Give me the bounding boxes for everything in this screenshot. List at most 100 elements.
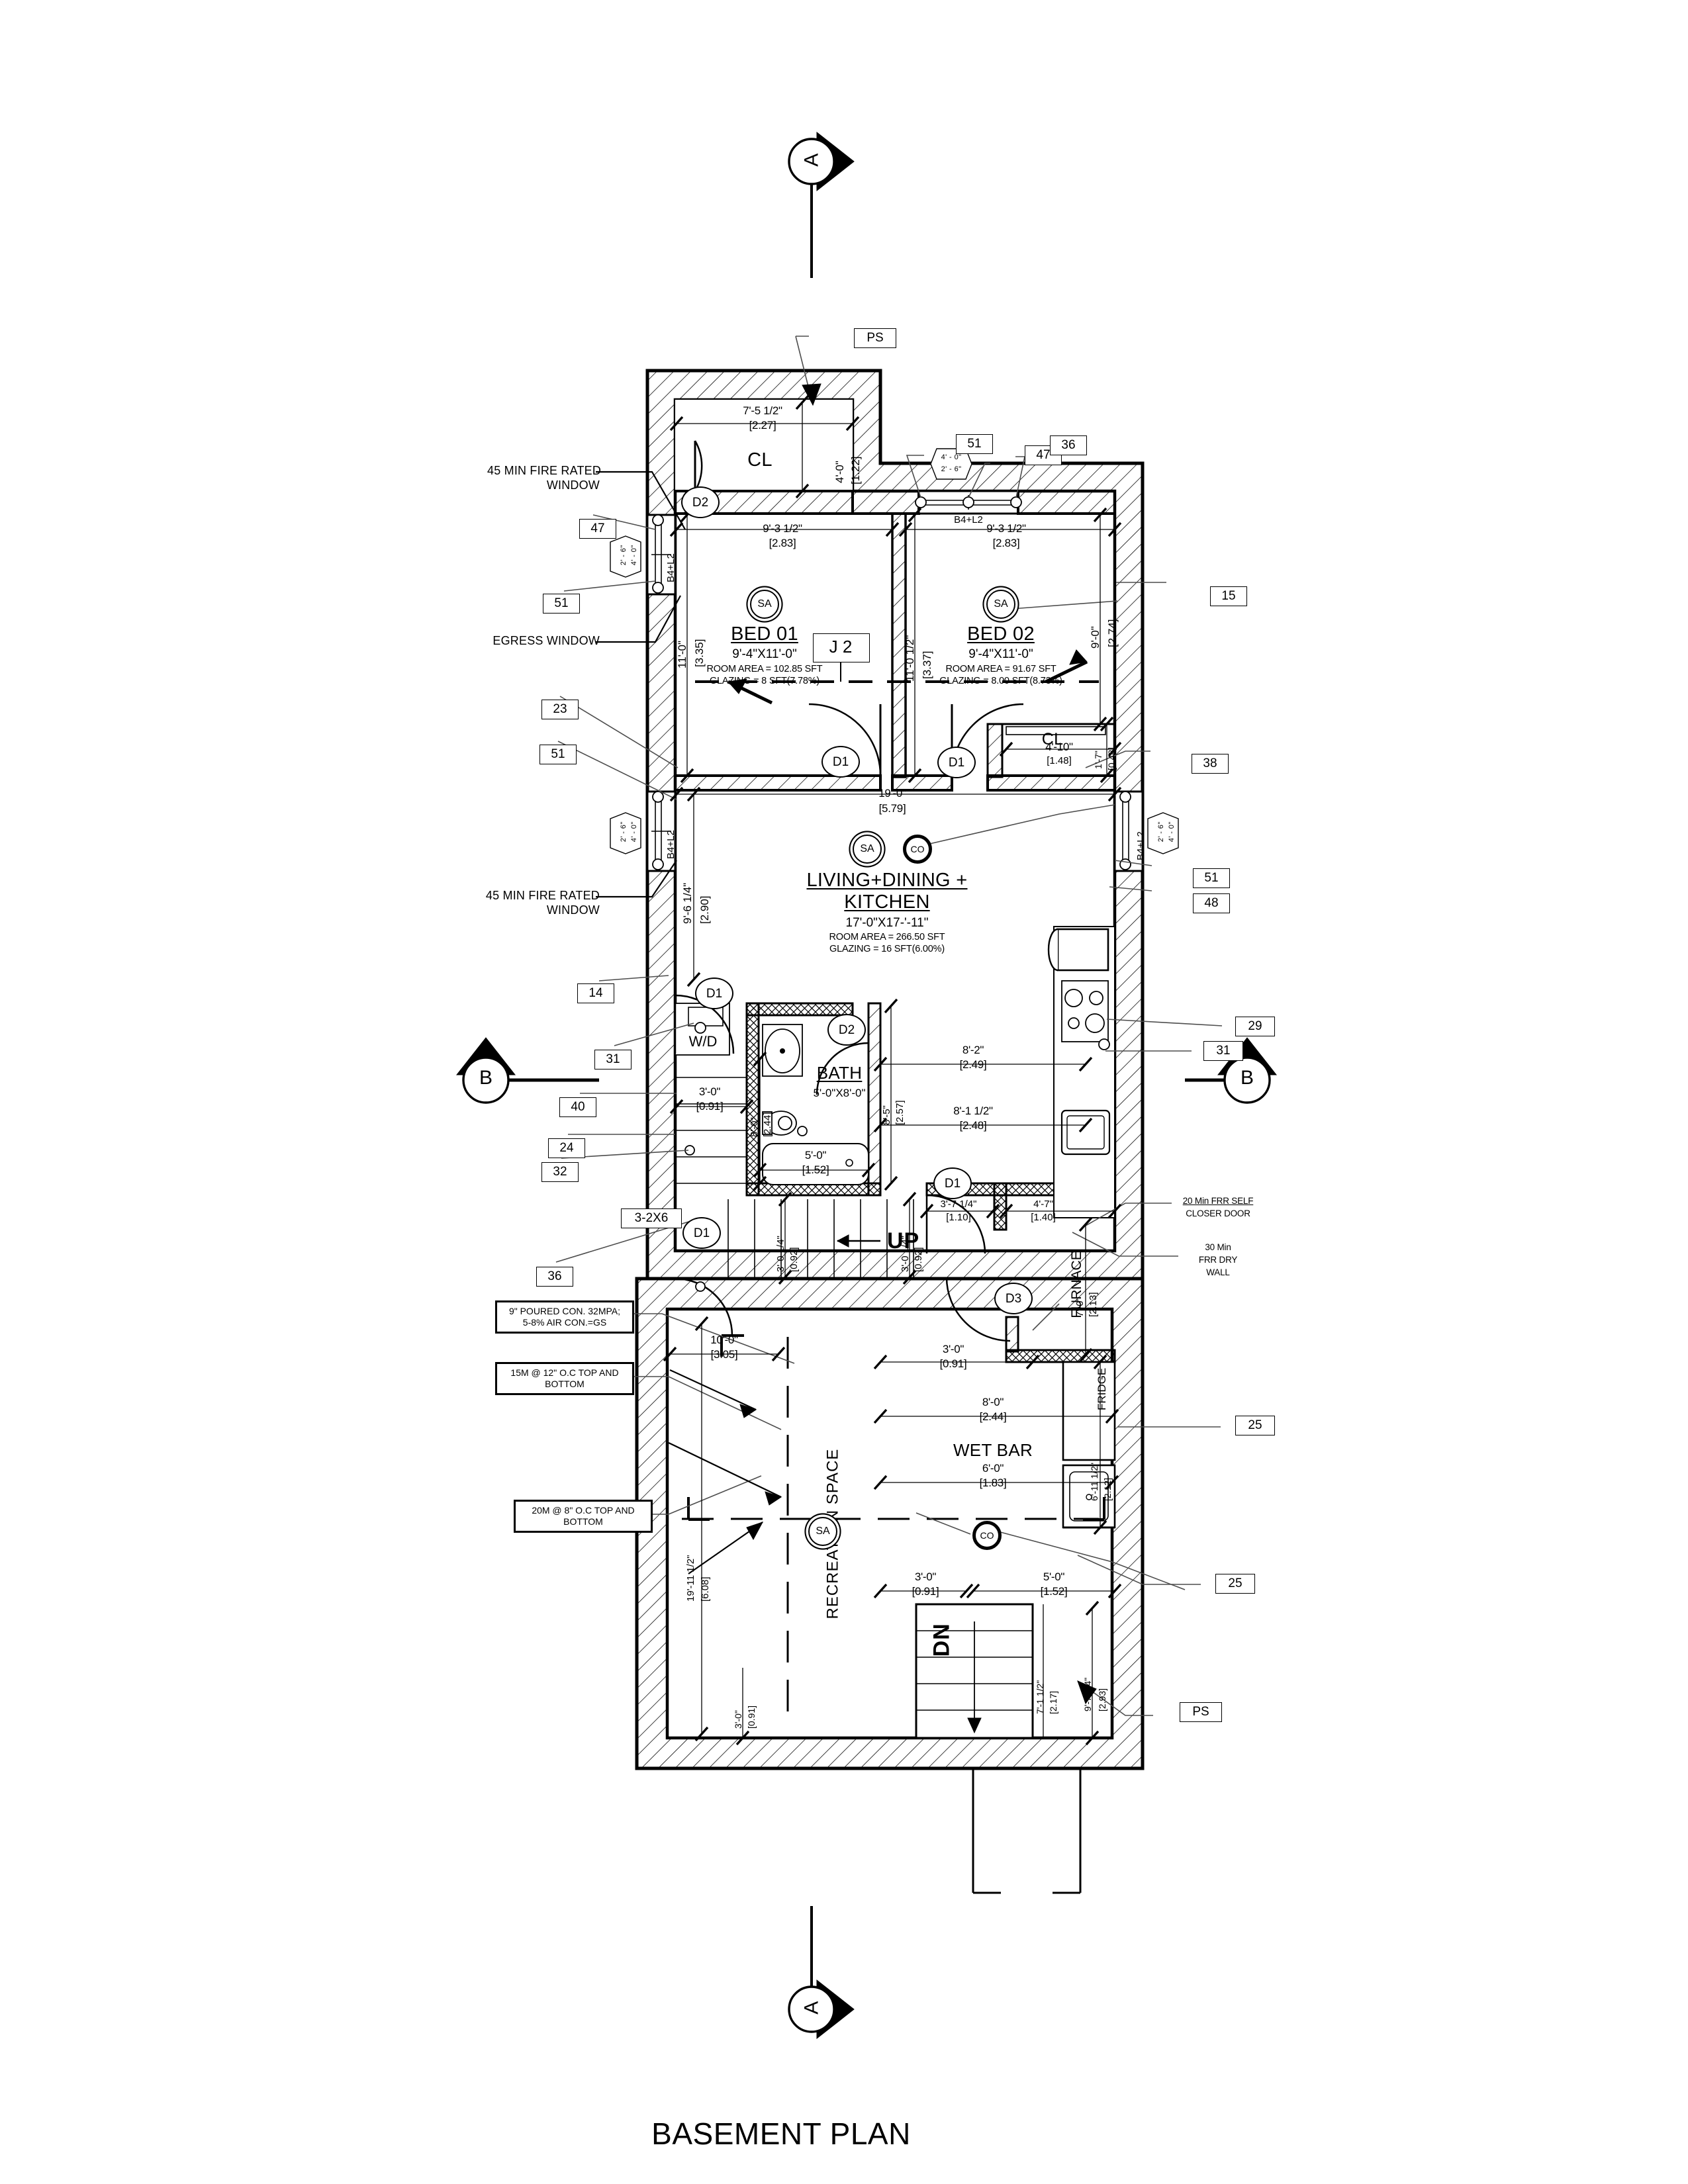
room-glazing-bed01: GLAZING = 8 SFT(7.78%) (709, 676, 820, 686)
dim-closet2-height-m: [0.48] (1106, 747, 1117, 770)
dim-hall-37-m: [1.10] (946, 1212, 971, 1223)
dim-overall-19-ft: 19'-0" (878, 787, 906, 799)
room-size-bed01: 9'-4"X11'-0" (732, 647, 797, 661)
dim-bed02-height-m: [2.74] (1106, 619, 1119, 647)
callout-25-lower[interactable]: 25 (1215, 1574, 1255, 1594)
room-label-wet-bar: WET BAR (953, 1440, 1033, 1460)
door-tag-d3-furnace[interactable]: D3 (994, 1283, 1033, 1314)
callout-38[interactable]: 38 (1192, 754, 1229, 774)
callout-ps-top[interactable]: PS (854, 328, 896, 348)
dim-furn-30-m: [0.91] (939, 1357, 967, 1370)
room-area-bed02: ROOM AREA = 91.67 SFT (945, 664, 1056, 674)
callout-51-left-lower[interactable]: 51 (539, 745, 577, 764)
dim-bath-w-ft: 3'-0" (698, 1085, 721, 1098)
smoke-alarm-icon-recreation: SA (808, 1517, 837, 1546)
dim-stair-l-m: [0.92] (788, 1247, 800, 1272)
callout-36-lower[interactable]: 36 (536, 1267, 573, 1287)
callout-15[interactable]: 15 (1210, 586, 1247, 606)
room-label-bed02: BED 02 (967, 623, 1035, 645)
note-fire-rated-bottom-line1: 45 MIN FIRE RATED (485, 889, 600, 902)
door-tag-d2-top[interactable]: D2 (681, 486, 720, 518)
appliance-label-fridge: FRIDGE (1096, 1367, 1109, 1411)
callout-ps-bottom[interactable]: PS (1180, 1702, 1222, 1722)
section-marker-a-top-letter: A (800, 153, 823, 167)
dim-tub-w-m: [1.52] (802, 1163, 829, 1176)
dim-bar-60-ft: 6'-0" (982, 1462, 1004, 1475)
room-glazing-living: GLAZING = 16 SFT(6.00%) (829, 944, 945, 954)
smoke-alarm-icon-bed01: SA (750, 590, 779, 619)
room-area-bed01: ROOM AREA = 102.85 SFT (706, 664, 823, 674)
co-detector-icon-wetbar: CO (972, 1521, 1002, 1550)
dim-living-height-ft: 9'-6 1/4" (681, 882, 694, 924)
room-label-closet-top: CL (747, 449, 773, 471)
dim-low-97-m: [2.93] (1097, 1688, 1107, 1711)
dim-bed02-height-ft: 9'-0" (1089, 626, 1102, 649)
dim-bath-w-m: [0.91] (696, 1100, 724, 1113)
door-tag-d2-bath[interactable]: D2 (827, 1014, 866, 1046)
door-tag-d1-bed02[interactable]: D1 (937, 747, 976, 778)
dim-dn-30-m: [0.91] (912, 1585, 939, 1598)
room-label-bed01: BED 01 (731, 623, 798, 645)
dim-low-30-ft: 3'-0" (733, 1710, 743, 1729)
dim-rec-h-ft: 19'-11 1/2" (685, 1555, 696, 1602)
window-size-top-h: 2' - 6" (941, 465, 962, 473)
room-size-bed02: 9'-4"X11'-0" (968, 647, 1033, 661)
section-marker-b-left-letter: B (479, 1067, 493, 1089)
callout-36-top[interactable]: 36 (1050, 435, 1087, 455)
dim-bar-60-m: [1.83] (979, 1477, 1007, 1489)
window-size-left-upper-w: 4' - 0" (630, 545, 639, 566)
dim-closet2-width-ft: 4'-10" (1045, 741, 1073, 753)
structural-note-20m: 20M @ 8" O.C TOP AND BOTTOM (514, 1500, 653, 1533)
callout-14[interactable]: 14 (577, 983, 614, 1003)
dim-fridge-h-m: [2.12] (1102, 1477, 1113, 1501)
callout-51-left-upper[interactable]: 51 (543, 594, 580, 614)
dim-dn-h-m: [2.17] (1048, 1690, 1058, 1714)
window-size-right-h: 2' - 6" (1157, 821, 1166, 842)
dim-stair-r-m: [0.92] (913, 1247, 924, 1272)
callout-31-right[interactable]: 31 (1203, 1041, 1243, 1061)
stair-label-up: UP (887, 1228, 920, 1253)
dim-dn-50-ft: 5'-0" (1043, 1570, 1065, 1583)
door-tag-d1-hall[interactable]: D1 (933, 1167, 972, 1199)
window-size-left-lower-w: 4' - 0" (630, 821, 639, 842)
dim-tub-w-ft: 5'-0" (804, 1149, 827, 1161)
structural-note-concrete-line1: 9" POURED CON. 32MPA; (508, 1306, 621, 1316)
callout-31-left[interactable]: 31 (594, 1050, 632, 1069)
room-label-furnace: FURNACE (1068, 1251, 1084, 1318)
callout-23[interactable]: 23 (541, 700, 579, 719)
dim-hall-47-ft: 4'-7" (1033, 1199, 1053, 1210)
note-frr-wall-line1: 30 Min (1205, 1242, 1231, 1252)
callout-24[interactable]: 24 (548, 1138, 585, 1158)
door-tag-d1-living[interactable]: D1 (695, 978, 733, 1009)
co-detector-icon-living: CO (903, 835, 932, 864)
dim-rec-100-ft: 10'-0" (710, 1334, 738, 1346)
door-tag-d1-lower[interactable]: D1 (682, 1217, 721, 1249)
door-tag-d1-bed01[interactable]: D1 (821, 746, 860, 778)
dim-furn-70-m: [2.13] (1088, 1292, 1099, 1317)
note-frr-door-line1: 20 Min FRR SELF (1182, 1196, 1254, 1206)
dim-closet-width-ft: 7'-5 1/2" (743, 404, 782, 417)
callout-48[interactable]: 48 (1193, 893, 1230, 913)
callout-47-left[interactable]: 47 (579, 519, 616, 539)
header-tag-left-lower: B4+L2 (665, 830, 677, 859)
callout-51-top[interactable]: 51 (956, 434, 993, 454)
room-label-living-line1: LIVING+DINING + (806, 870, 968, 891)
callout-25-upper[interactable]: 25 (1235, 1416, 1275, 1435)
callout-32[interactable]: 32 (541, 1162, 579, 1182)
section-marker-b-right-letter: B (1240, 1067, 1254, 1089)
dim-low-97-ft: 9'-7 1/4" (1082, 1677, 1093, 1711)
callout-29[interactable]: 29 (1235, 1017, 1275, 1036)
callout-51-right[interactable]: 51 (1193, 868, 1230, 888)
structural-note-concrete-line2: 5-8% AIR CON.=GS (522, 1316, 607, 1328)
dim-living-height-m: [2.90] (698, 895, 711, 924)
dim-bath-v-ft: 8'-0" (749, 1117, 760, 1137)
dim-kit-82-m: [2.49] (959, 1058, 987, 1071)
page-title: BASEMENT PLAN (651, 2116, 911, 2151)
joist-tag-box (813, 633, 870, 662)
structural-note-15m: 15M @ 12" O.C TOP AND BOTTOM (495, 1362, 634, 1395)
joist-tag-label: J 2 (829, 637, 853, 657)
callout-3-2x6[interactable]: 3-2X6 (621, 1208, 682, 1228)
callout-40[interactable]: 40 (559, 1097, 596, 1117)
window-size-left-upper-h: 2' - 6" (620, 545, 628, 566)
